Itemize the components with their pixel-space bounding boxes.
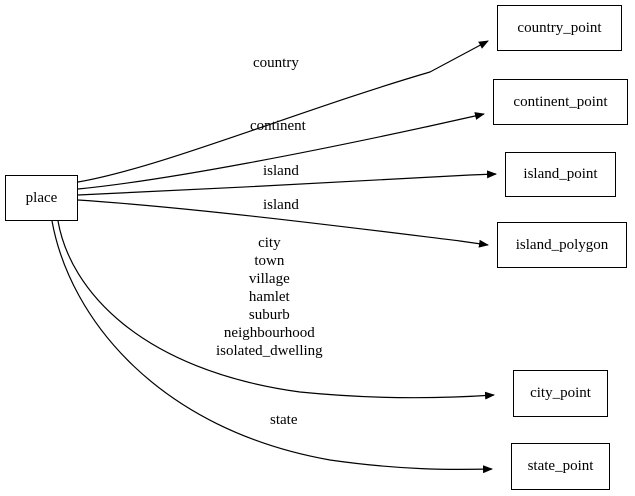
edge-label-place-to-city_point: city town village hamlet suburb neighbou… — [216, 235, 323, 359]
node-state_point[interactable]: state_point — [511, 443, 610, 490]
edge-place-to-continent_point — [77, 112, 485, 190]
node-continent_point[interactable]: continent_point — [493, 79, 628, 125]
edge-label-place-to-country_point: country — [253, 55, 299, 71]
node-label: country_point — [517, 19, 602, 36]
edge-place-to-island_polygon — [77, 199, 489, 248]
node-label: city_point — [530, 385, 591, 401]
edge-paths — [51, 40, 497, 474]
edge-label-place-to-island_polygon: island — [263, 197, 299, 213]
edge-label-place-to-continent_point: continent — [250, 118, 306, 134]
node-label: state_point — [527, 458, 594, 474]
edge-place-to-state_point — [51, 220, 493, 474]
edge-place-to-island_point — [77, 170, 497, 196]
node-label: island_polygon — [515, 236, 609, 253]
node-island_polygon[interactable]: island_polygon — [497, 222, 627, 268]
node-country_point[interactable]: country_point — [497, 5, 622, 51]
node-city_point[interactable]: city_point — [513, 370, 608, 417]
node-label: island_point — [523, 166, 598, 182]
edge-label-place-to-island_point: island — [263, 163, 299, 179]
node-place[interactable]: place — [5, 175, 78, 221]
edge-label-place-to-state_point: state — [270, 412, 298, 428]
node-island_point[interactable]: island_point — [505, 152, 616, 197]
edge-place-to-city_point — [57, 220, 495, 400]
edge-place-to-country_point — [77, 40, 489, 183]
node-label: continent_point — [513, 93, 608, 110]
node-label: place — [25, 189, 58, 206]
